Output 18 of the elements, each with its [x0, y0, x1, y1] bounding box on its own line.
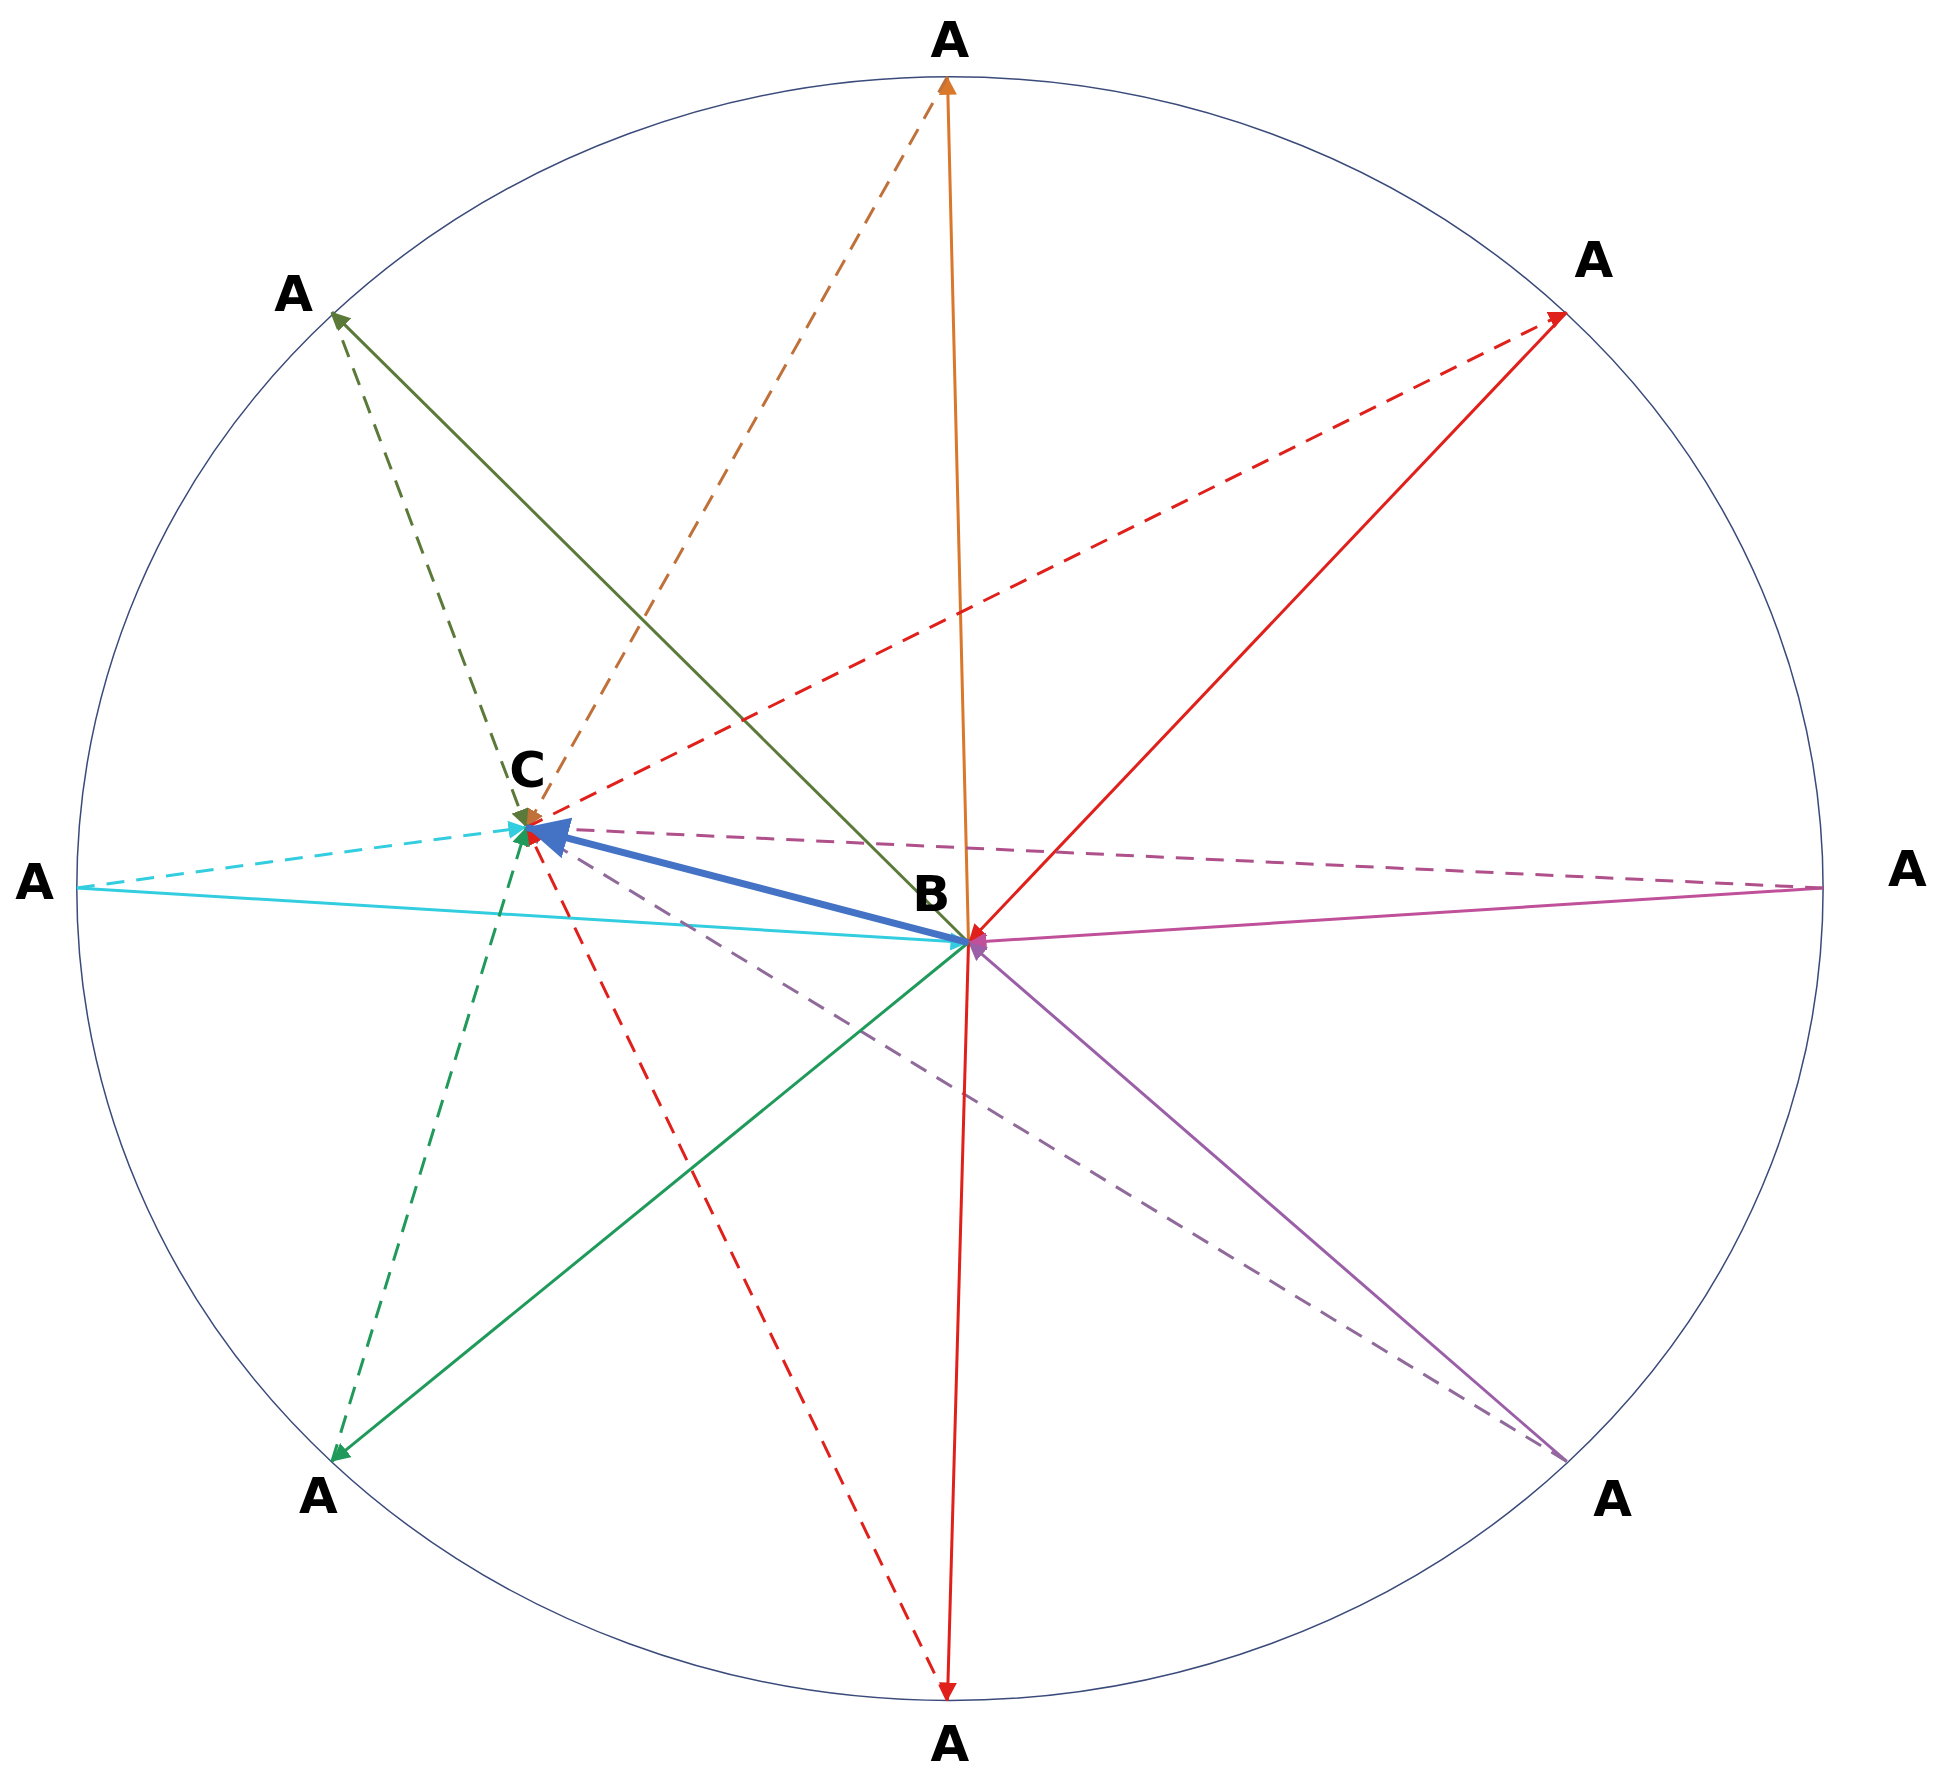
- point-label: A: [1887, 844, 1927, 895]
- arrow: [938, 942, 970, 1701]
- arrow: [525, 817, 970, 946]
- point-label: A: [15, 856, 54, 907]
- dashed-arrow: [330, 826, 530, 1462]
- arrow: [968, 886, 1824, 951]
- point-label: A: [930, 14, 970, 65]
- point-label: A: [930, 1718, 970, 1769]
- arrow: [967, 311, 1568, 944]
- point-label: A: [1574, 235, 1614, 286]
- point-label: A: [298, 1471, 338, 1522]
- point-label: C: [509, 745, 546, 796]
- dashed-arrow: [76, 820, 527, 890]
- point-label: A: [1593, 1473, 1632, 1524]
- point-label: A: [274, 268, 313, 319]
- arrow: [330, 941, 970, 1463]
- arrow: [967, 941, 1568, 1463]
- dashed-arrow: [330, 311, 529, 828]
